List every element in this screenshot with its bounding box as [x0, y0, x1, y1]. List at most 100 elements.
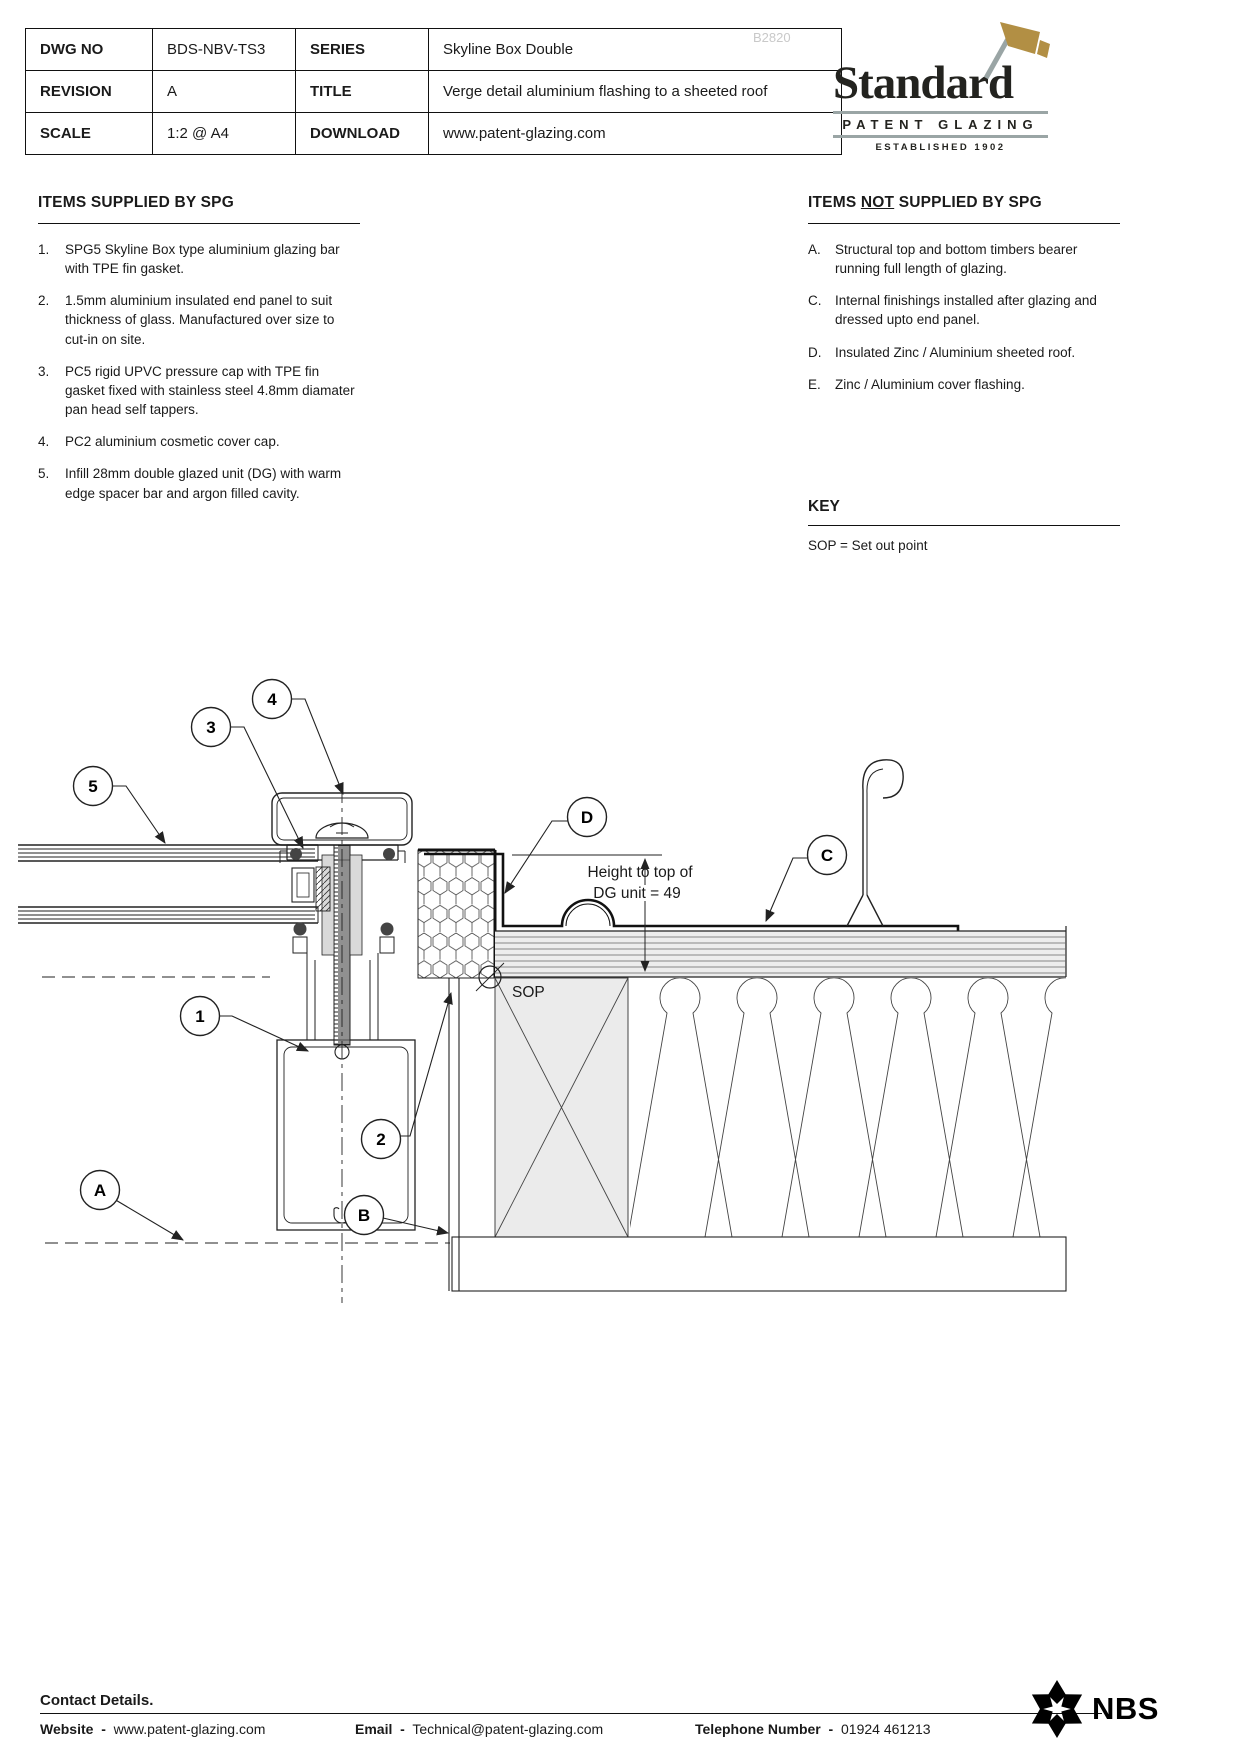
phone-label: Telephone Number: [695, 1721, 821, 1737]
svg-text:3: 3: [206, 718, 215, 737]
list-item: 4. PC2 aluminium cosmetic cover cap.: [38, 432, 360, 451]
items-supplied-section: ITEMS SUPPLIED BY SPG 1. SPG5 Skyline Bo…: [38, 192, 360, 516]
title-block-table: DWG NO BDS-NBV-TS3 SERIES Skyline Box Do…: [25, 28, 842, 155]
website-url[interactable]: www.patent-glazing.com: [113, 1721, 266, 1737]
tpe-gasket: [380, 922, 394, 936]
dg-height-dimension: Height to top of DG unit = 49: [512, 854, 693, 972]
company-logo: Standard PATENT GLAZING ESTABLISHED 1902: [833, 22, 1050, 153]
insulated-end-panel: [417, 848, 497, 1291]
callout-2: 2: [360, 1118, 402, 1160]
revision-value: A: [152, 70, 296, 113]
items-supplied-heading: ITEMS SUPPLIED BY SPG: [38, 194, 234, 211]
bottom-structure-outline: [451, 1236, 1067, 1292]
divider: [808, 223, 1120, 224]
item-letter: A.: [808, 242, 821, 257]
svg-text:4: 4: [267, 690, 277, 709]
scale-value: 1:2 @ A4: [152, 112, 296, 155]
separator: -: [828, 1721, 834, 1737]
item-text: Zinc / Aluminium cover flashing.: [835, 376, 1025, 392]
callout-3: 3: [190, 706, 232, 748]
items-not-supplied-section: ITEMS NOT SUPPLIED BY SPG A. Structural …: [808, 192, 1120, 407]
callout-4: 4: [251, 678, 293, 720]
callout-C: C: [806, 834, 848, 876]
footer-phone: Telephone Number - 01924 461213: [695, 1721, 931, 1737]
edge-tape: [315, 866, 331, 912]
logo-established: ESTABLISHED 1902: [875, 142, 1006, 153]
item-letter: E.: [808, 376, 821, 392]
standing-seam-clip: [846, 759, 904, 927]
callout-A: A: [79, 1169, 121, 1211]
download-url[interactable]: www.patent-glazing.com: [428, 112, 842, 155]
svg-text:A: A: [94, 1181, 106, 1200]
item-text: Infill 28mm double glazed unit (DG) with…: [65, 466, 342, 501]
list-item: A. Structural top and bottom timbers bea…: [808, 240, 1120, 278]
nbs-label: NBS: [1092, 1691, 1159, 1726]
separator: -: [400, 1721, 405, 1737]
divider: [38, 223, 360, 224]
item-text: Internal finishings installed after glaz…: [835, 293, 1097, 328]
key-section: KEY SOP = Set out point: [808, 498, 1120, 553]
svg-text:2: 2: [376, 1130, 385, 1149]
separator: -: [101, 1721, 106, 1737]
callout-D: D: [566, 796, 608, 838]
heading-part: SUPPLIED BY SPG: [894, 194, 1042, 211]
item-letter: C.: [808, 293, 822, 309]
item-number: 4.: [38, 434, 50, 450]
item-text: Insulated Zinc / Aluminium sheeted roof.: [835, 344, 1076, 360]
nbs-star-icon: [1031, 1680, 1083, 1738]
heading-part: ITEMS: [808, 194, 861, 211]
logo-subtitle: PATENT GLAZING: [833, 111, 1048, 138]
item-number: 1.: [38, 242, 50, 257]
footer-website: Website - www.patent-glazing.com: [40, 1721, 265, 1737]
title-label: TITLE: [295, 70, 429, 113]
table-row: DWG NO BDS-NBV-TS3 SERIES Skyline Box Do…: [25, 28, 842, 71]
list-item: 2. 1.5mm aluminium insulated end panel t…: [38, 291, 360, 348]
email-label: Email: [355, 1721, 393, 1737]
item-number: 2.: [38, 293, 50, 309]
verge-detail-drawing: SOP Height to top of DG unit = 49: [18, 678, 1067, 1303]
list-item: 5. Infill 28mm double glazed unit (DG) w…: [38, 464, 360, 502]
key-text: SOP = Set out point: [808, 538, 928, 553]
list-item: D. Insulated Zinc / Aluminium sheeted ro…: [808, 343, 1120, 362]
download-label: DOWNLOAD: [295, 112, 429, 155]
tpe-gasket: [293, 922, 307, 936]
svg-text:D: D: [581, 808, 593, 827]
logo-wordmark: Standard: [833, 57, 1014, 109]
website-label: Website: [40, 1721, 94, 1737]
series-label: SERIES: [295, 28, 429, 71]
key-heading: KEY: [808, 498, 840, 515]
svg-text:5: 5: [88, 777, 97, 796]
svg-text:B: B: [358, 1206, 370, 1225]
watermark-code: B2820: [753, 30, 791, 45]
dwg-no-value: BDS-NBV-TS3: [152, 28, 296, 71]
timber-bearer: [494, 977, 629, 1238]
tpe-gasket: [383, 848, 395, 860]
item-text: 1.5mm aluminium insulated end panel to s…: [65, 293, 335, 347]
item-text: SPG5 Skyline Box type aluminium glazing …: [65, 242, 340, 277]
revision-label: REVISION: [25, 70, 153, 113]
reference-lines: [42, 785, 450, 1303]
heading-not: NOT: [860, 194, 895, 211]
flag-icon: [983, 22, 1050, 80]
divider: [808, 525, 1120, 526]
nbs-logo: NBS: [1028, 1678, 1159, 1740]
email-address[interactable]: Technical@patent-glazing.com: [412, 1721, 604, 1737]
tpe-gasket: [290, 848, 302, 860]
item-text: PC2 aluminium cosmetic cover cap.: [65, 434, 280, 450]
footer-email: Email - Technical@patent-glazing.com: [355, 1721, 603, 1737]
dwg-no-label: DWG NO: [25, 28, 153, 71]
packer: [349, 854, 363, 956]
callout-bubbles: 4 3 5 D C 1 2 A: [72, 678, 848, 1236]
insulation-quilt: [630, 978, 1066, 1237]
dim-text-line2: DG unit = 49: [593, 885, 680, 902]
item-number: 3.: [38, 363, 50, 379]
box-section: [276, 1039, 416, 1231]
list-item: 1. SPG5 Skyline Box type aluminium glazi…: [38, 240, 360, 278]
double-glazed-unit: [18, 844, 319, 924]
footer-divider: [40, 1713, 1102, 1714]
sop-marker: SOP: [475, 962, 545, 1001]
glazing-bar-assembly: [271, 792, 416, 1231]
list-item: C. Internal finishings installed after g…: [808, 291, 1120, 329]
item-text: PC5 rigid UPVC pressure cap with TPE fin…: [65, 363, 355, 418]
